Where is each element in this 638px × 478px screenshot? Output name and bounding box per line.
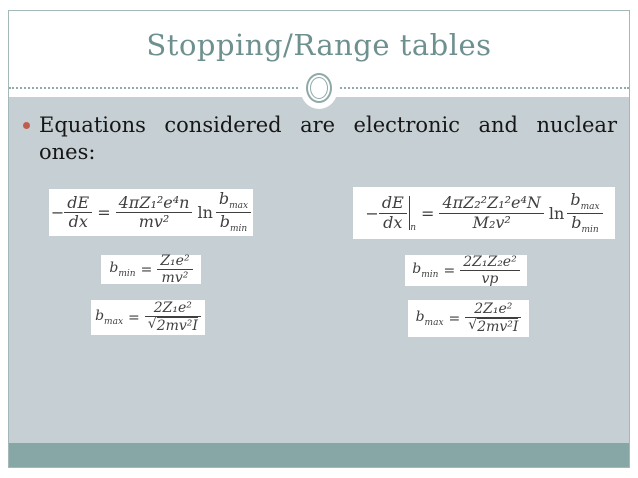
radical-sign: √ <box>147 316 157 333</box>
fraction: Z₁e² mv² <box>157 253 193 286</box>
fraction-bmax-bmin: bmax bmin <box>567 190 603 235</box>
minus-sign: − <box>50 203 65 222</box>
fraction-dEdx: dE dx <box>64 193 93 232</box>
fraction: 2Z₁e² √2mv²I <box>465 301 522 336</box>
ln-operator: ln <box>197 203 213 222</box>
vertical-bar <box>408 196 411 230</box>
radical-sign: √ <box>468 317 478 334</box>
minus-sign: − <box>365 203 379 223</box>
fraction-dEdx: dE dx <box>378 193 407 232</box>
bullet-dot-icon <box>23 122 30 129</box>
bullet-text: Equations considered are electronic and … <box>39 112 617 167</box>
fraction: 2Z₁e² √2mv²I <box>144 300 201 335</box>
bullet-text-line1: Equations considered are electronic and … <box>39 113 617 137</box>
equals-sign: = <box>448 310 461 327</box>
equals-sign: = <box>443 262 456 279</box>
divider-ornament-icon <box>306 73 332 103</box>
equation-bmax-electronic: bmax = 2Z₁e² √2mv²I <box>91 300 205 335</box>
slide-frame: Stopping/Range tables Equations consider… <box>8 10 630 468</box>
equation-bmin-nuclear: bmin = 2Z₁Z₂e² vp <box>405 254 527 287</box>
evaluation-bar: n <box>408 196 416 233</box>
equals-sign: = <box>421 203 435 223</box>
bullet-point: Equations considered are electronic and … <box>9 97 629 167</box>
fraction: 2Z₁Z₂e² vp <box>460 254 520 287</box>
bullet-text-line2: ones: <box>39 140 96 165</box>
ln-operator: ln <box>548 203 565 223</box>
equation-bmax-nuclear: bmax = 2Z₁e² √2mv²I <box>408 300 529 337</box>
equals-sign: = <box>128 309 140 326</box>
content-area: Equations considered are electronic and … <box>9 97 629 445</box>
equation-electronic-stopping: − dE dx = 4πZ₁²e⁴n mv² ln bmax bmin <box>49 189 253 236</box>
fraction-main: 4πZ₂²Z₁²e⁴N M₂v² <box>439 193 544 232</box>
equation-bmin-electronic: bmin = Z₁e² mv² <box>101 253 201 286</box>
divider-ornament-inner-ring <box>310 77 328 99</box>
page-title: Stopping/Range tables <box>146 28 492 62</box>
equation-nuclear-stopping: − dE dx n = 4πZ₂²Z₁²e⁴N M₂v² ln bmax bmi <box>353 187 615 239</box>
fraction-bmax-bmin: bmax bmin <box>215 190 252 234</box>
equals-sign: = <box>97 203 111 222</box>
equals-sign: = <box>140 261 153 278</box>
fraction-main: 4πZ₁²e⁴n mv² <box>115 193 193 232</box>
bottom-accent-bar <box>9 443 629 467</box>
